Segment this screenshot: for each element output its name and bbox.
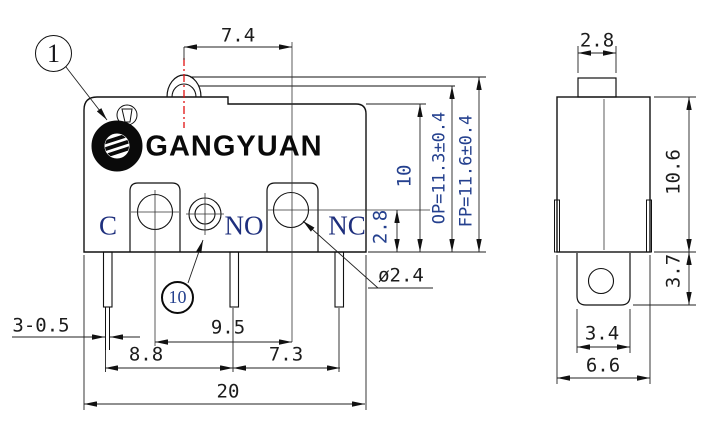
side-mounting-tab — [576, 253, 631, 306]
dim-body-height: 10 — [393, 164, 416, 188]
dim-tab-height: 3.7 — [662, 253, 685, 289]
balloon-1-leader — [65, 66, 108, 121]
dim-side-body-height: 10.6 — [662, 149, 685, 195]
side-button — [577, 77, 617, 98]
dim-tab-width: 3.4 — [584, 322, 620, 345]
dim-body-width: 20 — [216, 380, 240, 403]
dim-pin-span-left: 8.8 — [128, 343, 164, 366]
front-view-outline — [83, 74, 486, 350]
side-body — [556, 96, 651, 253]
terminal-label-no: NO — [224, 210, 264, 241]
brand-logo-text: GANGYUAN — [145, 130, 323, 163]
dim-hole-span: 9.5 — [210, 316, 246, 339]
dim-pin-thickness: 3-0.5 — [12, 314, 70, 337]
dim-button-width: 2.8 — [579, 29, 615, 52]
front-view-centerlines — [131, 42, 430, 346]
terminal-boss-c — [129, 182, 181, 252]
pin-c — [102, 251, 113, 308]
balloon-10-leader — [187, 239, 204, 284]
dim-body-depth: 6.6 — [585, 354, 621, 377]
pin-nc — [334, 251, 345, 308]
dim-plunger-to-nc: 7.4 — [220, 24, 256, 47]
side-view-dimensions — [556, 46, 696, 384]
terminal-boss-nc — [266, 182, 319, 252]
front-view-dimensions — [12, 44, 486, 410]
balloon-part-1: 1 — [35, 35, 72, 72]
side-view-outline — [554, 77, 652, 306]
dim-hole-diameter: ø2.4 — [378, 264, 424, 287]
dim-pin-span-right: 7.3 — [268, 343, 304, 366]
terminal-label-nc: NC — [328, 210, 366, 241]
side-tab-hole — [587, 267, 615, 295]
switch-body — [83, 96, 367, 253]
dim-fp: FP=11.6±0.4 — [456, 114, 477, 228]
lever — [190, 76, 486, 87]
pin-no — [229, 251, 240, 308]
terminal-label-common: C — [98, 210, 118, 241]
balloon-part-10: 10 — [161, 281, 194, 314]
dim-terminal-to-base: 2.8 — [369, 209, 392, 245]
dim-op: OP=11.3±0.4 — [429, 111, 450, 225]
brand-logo-icon — [91, 120, 143, 172]
